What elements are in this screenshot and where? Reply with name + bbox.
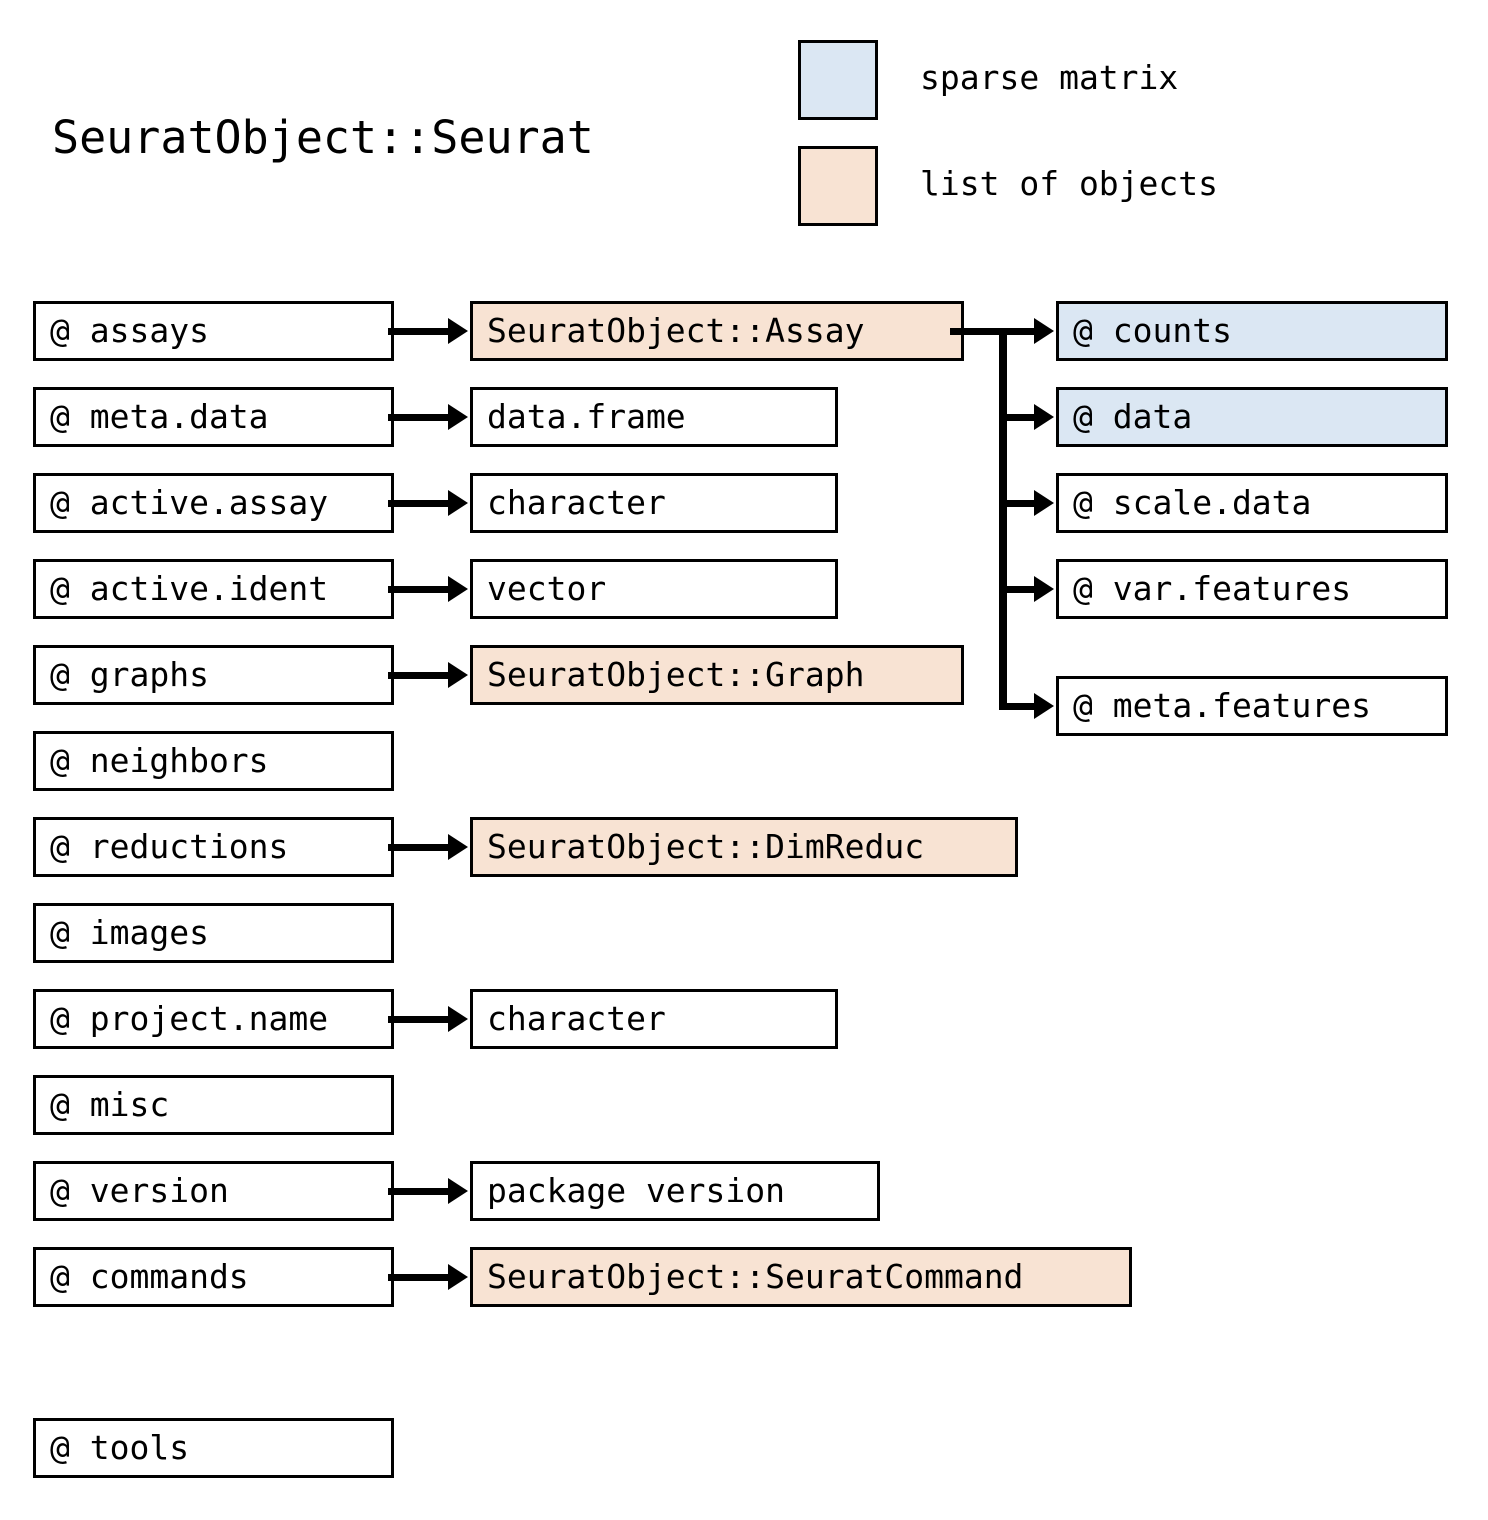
type-label-seuratcommand: SeuratObject::SeuratCommand xyxy=(487,1257,1024,1296)
slot-box-version[interactable]: @ version xyxy=(33,1161,394,1221)
assay-slot-box-meta-features[interactable]: @ meta.features xyxy=(1056,676,1448,736)
assay-slot-label-data: @ data xyxy=(1073,397,1193,436)
page-title: SeuratObject::Seurat xyxy=(52,111,594,164)
slot-label-version: @ version xyxy=(50,1171,229,1210)
assay-branch-trunk xyxy=(999,328,1007,710)
type-label-data-frame: data.frame xyxy=(487,397,686,436)
slot-label-project-name: @ project.name xyxy=(50,999,329,1038)
branch-line-counts xyxy=(999,328,1036,335)
arrow-line-commands xyxy=(388,1274,450,1281)
branch-head-counts xyxy=(1034,318,1054,344)
branch-line-var-features xyxy=(999,586,1036,593)
assay-branch-stem xyxy=(950,328,1007,335)
slot-label-reductions: @ reductions xyxy=(50,827,289,866)
slot-label-commands: @ commands xyxy=(50,1257,249,1296)
slot-box-project-name[interactable]: @ project.name xyxy=(33,989,394,1049)
type-box-vector[interactable]: vector xyxy=(470,559,838,619)
arrow-line-assays xyxy=(388,328,450,335)
type-label-graph: SeuratObject::Graph xyxy=(487,655,865,694)
slot-box-tools[interactable]: @ tools xyxy=(33,1418,394,1478)
assay-slot-label-scale-data: @ scale.data xyxy=(1073,483,1312,522)
slot-label-neighbors: @ neighbors xyxy=(50,741,269,780)
slot-box-neighbors[interactable]: @ neighbors xyxy=(33,731,394,791)
type-label-assay: SeuratObject::Assay xyxy=(487,311,865,350)
slot-box-meta-data[interactable]: @ meta.data xyxy=(33,387,394,447)
type-label-character-active-assay: character xyxy=(487,483,666,522)
type-box-package-version[interactable]: package version xyxy=(470,1161,880,1221)
assay-slot-box-scale-data[interactable]: @ scale.data xyxy=(1056,473,1448,533)
slot-box-graphs[interactable]: @ graphs xyxy=(33,645,394,705)
slot-box-active-assay[interactable]: @ active.assay xyxy=(33,473,394,533)
type-label-vector: vector xyxy=(487,569,607,608)
arrow-head-meta-data xyxy=(448,404,468,430)
branch-head-meta-features xyxy=(1034,693,1054,719)
arrow-line-graphs xyxy=(388,672,450,679)
arrow-head-assays xyxy=(448,318,468,344)
legend-label-sparse-matrix: sparse matrix xyxy=(920,58,1179,97)
legend-swatch-sparse-matrix xyxy=(798,40,878,120)
type-label-package-version: package version xyxy=(487,1171,786,1210)
arrow-line-project-name xyxy=(388,1016,450,1023)
slot-box-active-ident[interactable]: @ active.ident xyxy=(33,559,394,619)
branch-line-meta-features xyxy=(999,703,1036,710)
assay-slot-box-counts[interactable]: @ counts xyxy=(1056,301,1448,361)
type-box-character-project-name[interactable]: character xyxy=(470,989,838,1049)
arrow-head-active-assay xyxy=(448,490,468,516)
assay-slot-box-data[interactable]: @ data xyxy=(1056,387,1448,447)
arrow-line-meta-data xyxy=(388,414,450,421)
branch-head-var-features xyxy=(1034,576,1054,602)
arrow-head-graphs xyxy=(448,662,468,688)
assay-slot-label-counts: @ counts xyxy=(1073,311,1232,350)
branch-line-data xyxy=(999,414,1036,421)
slot-label-meta-data: @ meta.data xyxy=(50,397,269,436)
slot-label-graphs: @ graphs xyxy=(50,655,209,694)
assay-slot-box-var-features[interactable]: @ var.features xyxy=(1056,559,1448,619)
slot-label-active-ident: @ active.ident xyxy=(50,569,329,608)
type-label-dimreduc: SeuratObject::DimReduc xyxy=(487,827,925,866)
type-box-dimreduc[interactable]: SeuratObject::DimReduc xyxy=(470,817,1018,877)
slot-box-assays[interactable]: @ assays xyxy=(33,301,394,361)
arrow-head-active-ident xyxy=(448,576,468,602)
slot-box-reductions[interactable]: @ reductions xyxy=(33,817,394,877)
branch-head-data xyxy=(1034,404,1054,430)
slot-box-images[interactable]: @ images xyxy=(33,903,394,963)
arrow-head-project-name xyxy=(448,1006,468,1032)
assay-slot-label-var-features: @ var.features xyxy=(1073,569,1352,608)
slot-label-misc: @ misc xyxy=(50,1085,170,1124)
type-label-character-project-name: character xyxy=(487,999,666,1038)
arrow-line-active-ident xyxy=(388,586,450,593)
arrow-line-version xyxy=(388,1188,450,1195)
slot-label-tools: @ tools xyxy=(50,1428,190,1467)
arrow-head-reductions xyxy=(448,834,468,860)
type-box-data-frame[interactable]: data.frame xyxy=(470,387,838,447)
legend-label-list-of-objects: list of objects xyxy=(920,164,1219,203)
slot-label-images: @ images xyxy=(50,913,209,952)
arrow-head-commands xyxy=(448,1264,468,1290)
arrow-head-version xyxy=(448,1178,468,1204)
slot-label-active-assay: @ active.assay xyxy=(50,483,329,522)
type-box-graph[interactable]: SeuratObject::Graph xyxy=(470,645,964,705)
type-box-seuratcommand[interactable]: SeuratObject::SeuratCommand xyxy=(470,1247,1132,1307)
slot-label-assays: @ assays xyxy=(50,311,209,350)
type-box-character-active-assay[interactable]: character xyxy=(470,473,838,533)
assay-slot-label-meta-features: @ meta.features xyxy=(1073,686,1372,725)
slot-box-commands[interactable]: @ commands xyxy=(33,1247,394,1307)
branch-head-scale-data xyxy=(1034,490,1054,516)
slot-box-misc[interactable]: @ misc xyxy=(33,1075,394,1135)
legend-swatch-list-of-objects xyxy=(798,146,878,226)
arrow-line-active-assay xyxy=(388,500,450,507)
arrow-line-reductions xyxy=(388,844,450,851)
branch-line-scale-data xyxy=(999,500,1036,507)
type-box-assay[interactable]: SeuratObject::Assay xyxy=(470,301,964,361)
